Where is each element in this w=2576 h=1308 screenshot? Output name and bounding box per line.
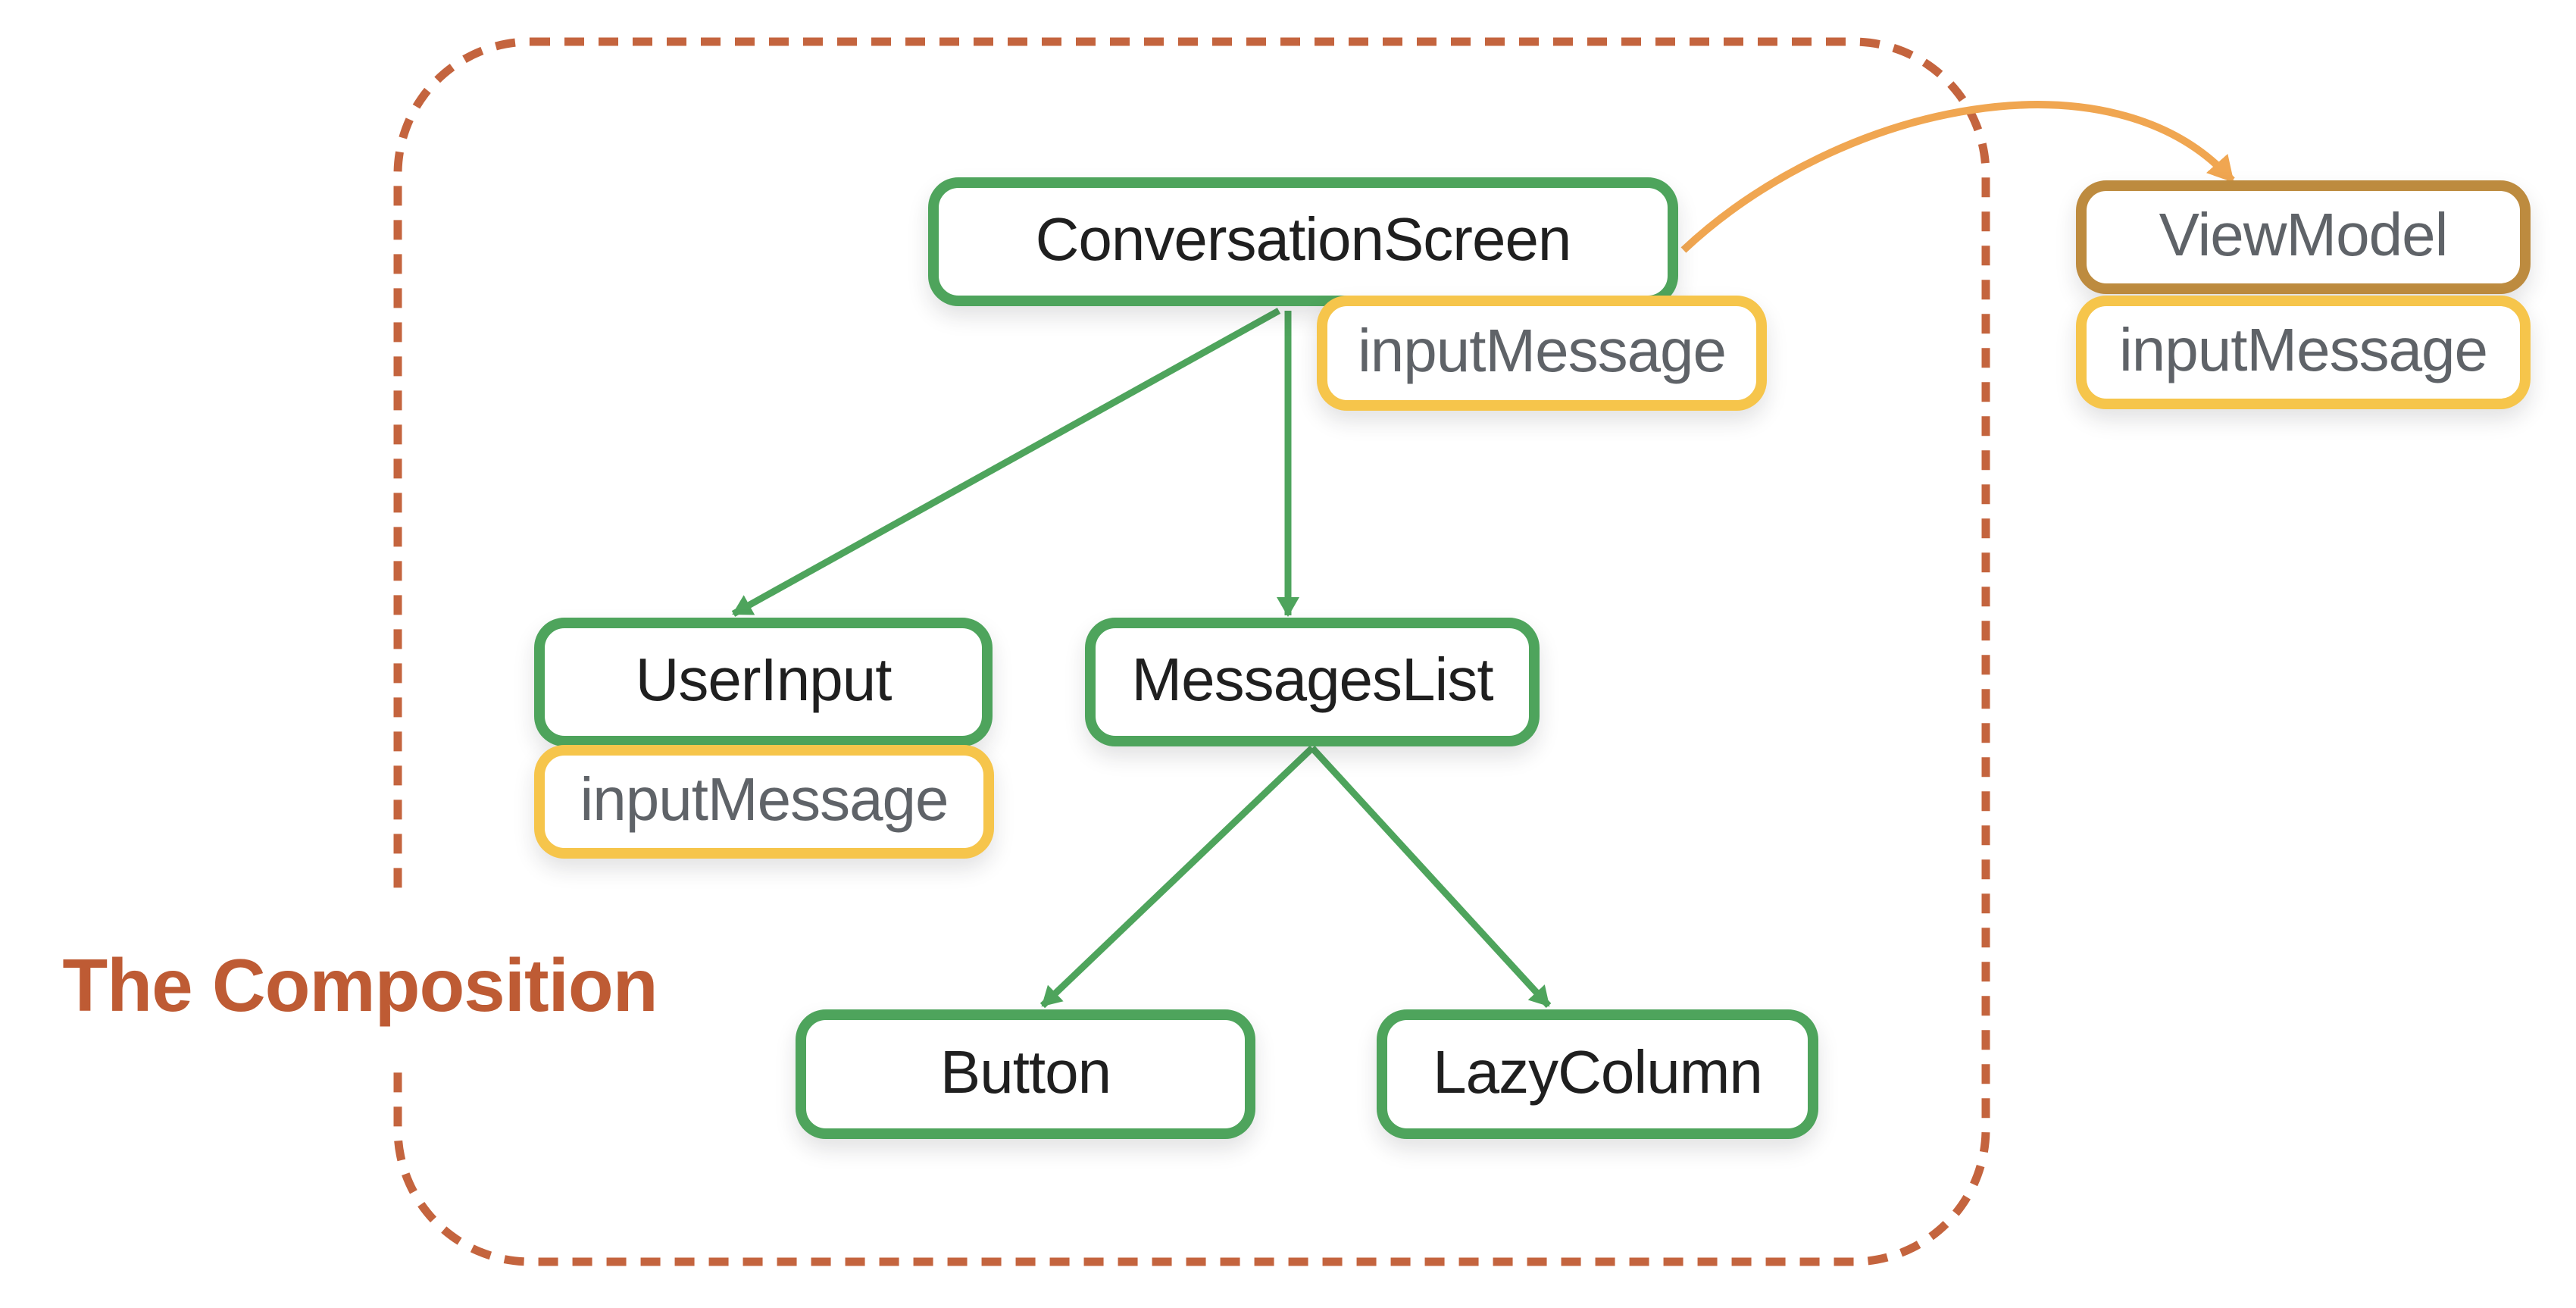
node-userinput: UserInput: [534, 618, 993, 746]
state-inputmessage-userinput: inputMessage: [534, 745, 994, 859]
state-inputmessage-userinput-label: inputMessage: [580, 765, 949, 833]
edge-messageslist-to-button: [1039, 745, 1315, 1009]
composition-boundary-dashed-border: [393, 37, 1990, 1266]
node-messageslist: MessagesList: [1085, 618, 1540, 746]
composition-label-backdrop: The Composition: [38, 898, 682, 1072]
state-inputmessage-conversationscreen: inputMessage: [1317, 296, 1767, 411]
node-button-label: Button: [939, 1037, 1111, 1106]
node-userinput-label: UserInput: [635, 646, 893, 713]
node-viewmodel-label: ViewModel: [2159, 201, 2449, 268]
node-messageslist-label: MessagesList: [1131, 646, 1493, 713]
node-conversationscreen: ConversationScreen: [928, 177, 1678, 306]
node-lazycolumn-label: LazyColumn: [1433, 1037, 1763, 1106]
node-button: Button: [796, 1009, 1255, 1139]
composition-label: The Composition: [62, 943, 658, 1027]
node-viewmodel: ViewModel: [2076, 180, 2531, 294]
state-inputmessage-conversationscreen-label: inputMessage: [1357, 317, 1727, 384]
edge-conversationscreen-to-userinput: [731, 308, 1281, 617]
state-inputmessage-viewmodel-label: inputMessage: [2118, 316, 2488, 383]
edge-conversationscreen-to-viewmodel: [1680, 101, 2235, 253]
node-conversationscreen-label: ConversationScreen: [1035, 205, 1572, 273]
node-lazycolumn: LazyColumn: [1377, 1009, 1818, 1139]
state-inputmessage-viewmodel: inputMessage: [2076, 296, 2531, 409]
edge-messageslist-to-lazycolumn: [1309, 745, 1552, 1009]
